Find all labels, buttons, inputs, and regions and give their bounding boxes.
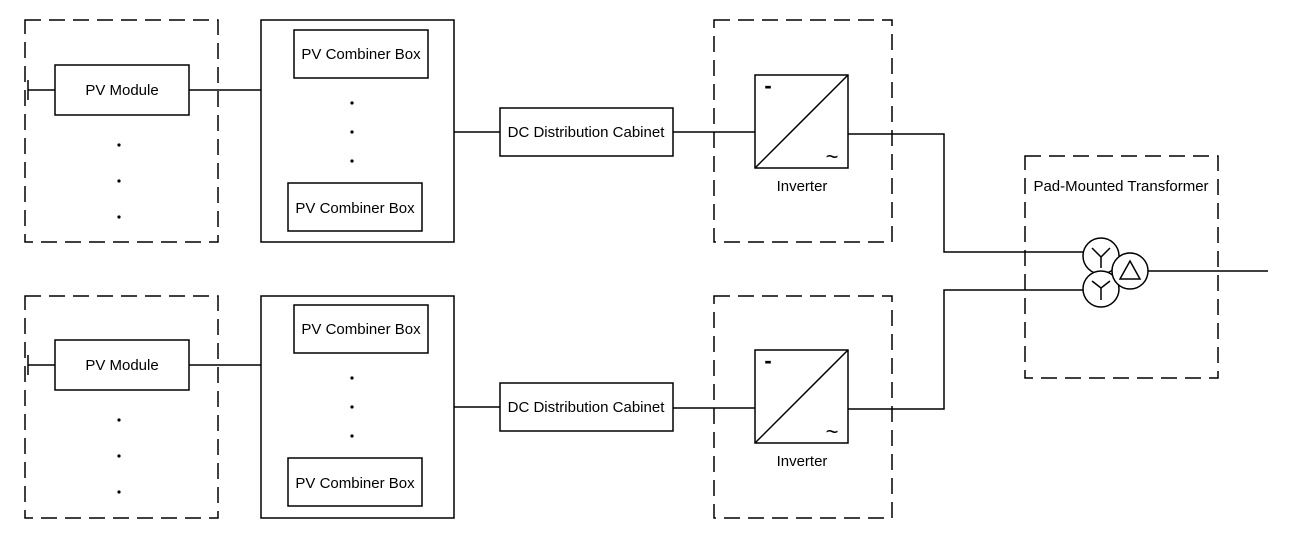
ellipsis-dot [117,215,121,219]
pad-mounted-transformer-label: Pad-Mounted Transformer [1033,178,1208,195]
ellipsis-dot [117,143,121,147]
inverter-group-2 [713,295,893,519]
pv-combiner-box-bottom-label-2: PV Combiner Box [295,475,415,492]
pv-combiner-box-bottom-2 [287,457,423,507]
pv-array-group-2 [24,295,219,519]
dc-distribution-cabinet-label-2: DC Distribution Cabinet [508,399,666,416]
pv-combiner-box-top-2 [293,304,429,354]
pv-array-group-1 [24,19,219,243]
inverter-label-1: Inverter [777,178,828,195]
pv-combiner-box-top-1 [293,29,429,79]
ellipsis-dot [117,179,121,183]
inverter-dc-symbol-2: - [764,348,771,373]
inverter-ac-symbol-2: ~ [826,419,839,444]
inverter-dc-symbol-1: - [764,73,771,98]
transformer-section: Pad-Mounted Transformer [1024,155,1268,379]
ellipsis-dot [350,130,354,134]
ellipsis-dot [350,101,354,105]
transformer-winding-delta [1111,252,1149,290]
inverter-label-2: Inverter [777,453,828,470]
ellipsis-dot [350,159,354,163]
pv-combiner-box-top-label-2: PV Combiner Box [301,321,421,338]
dc-distribution-cabinet-2 [499,382,674,432]
ellipsis-dot [350,376,354,380]
ellipsis-dot [117,418,121,422]
ellipsis-dot [350,434,354,438]
pv-combiner-box-bottom-1 [287,182,423,232]
pv-module-label-2: PV Module [85,357,158,374]
pad-mounted-transformer-group [1024,155,1219,379]
row-2: PV Module PV Combiner Box PV Combiner Bo… [24,289,1090,519]
row-1: PV Module PV Combiner Box PV Combiner Bo… [24,19,1090,253]
inverter-diagonal-2 [754,349,849,444]
pv-combiner-box-top-label-1: PV Combiner Box [301,46,421,63]
inverter-group-1 [713,19,893,243]
combiner-group-1 [260,19,455,243]
dc-distribution-cabinet-label-1: DC Distribution Cabinet [508,124,666,141]
pv-module-1 [54,64,190,116]
pv-module-label-1: PV Module [85,82,158,99]
pv-module-2 [54,339,190,391]
ellipsis-dot [117,490,121,494]
ellipsis-dot [117,454,121,458]
ellipsis-dot [350,405,354,409]
delta-symbol-icon [1118,259,1142,280]
pv-combiner-box-bottom-label-1: PV Combiner Box [295,200,415,217]
wire-inverter-to-transformer-2 [848,289,1090,410]
wye-symbol-icon [1091,247,1111,268]
wye-symbol-icon [1091,280,1111,300]
inverter-ac-symbol-1: ~ [826,144,839,169]
wire-inverter-to-transformer-1 [848,133,1090,253]
inverter-diagonal-1 [754,74,849,169]
